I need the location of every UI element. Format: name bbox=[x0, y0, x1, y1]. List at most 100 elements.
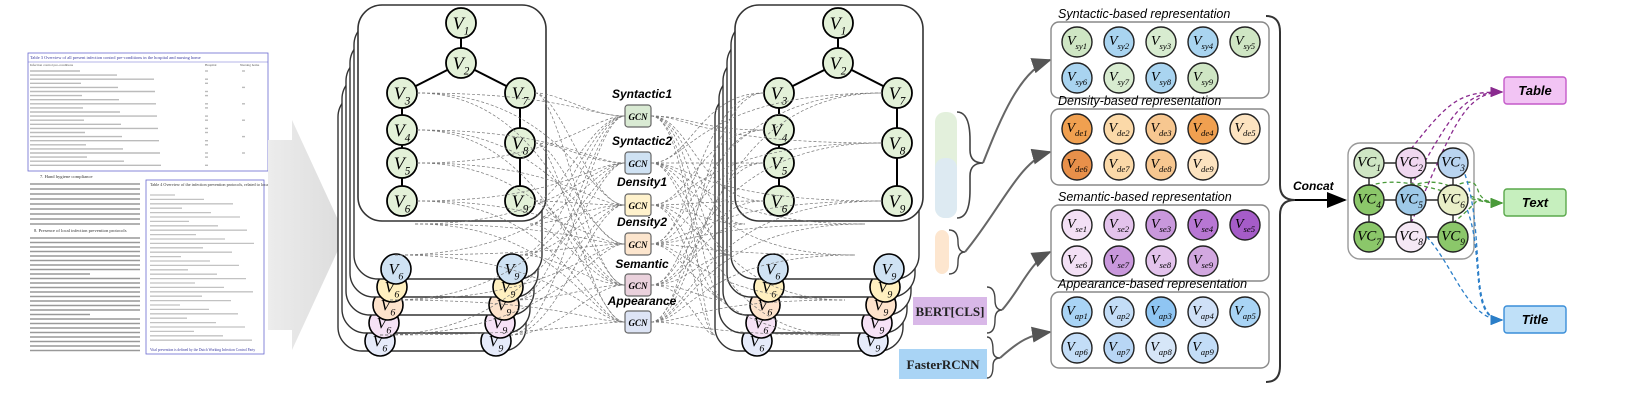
vc-node-vc2 bbox=[1395, 147, 1427, 179]
arrow-to-syntactic bbox=[982, 58, 1052, 164]
rep-node-vse6 bbox=[1061, 245, 1093, 277]
node-label: Vsy3 bbox=[1151, 34, 1172, 51]
node-label: VC2 bbox=[1399, 154, 1423, 174]
dashed-connection bbox=[389, 162, 626, 301]
node-label: VC8 bbox=[1399, 228, 1423, 248]
rep-node-vse8 bbox=[1145, 245, 1177, 277]
dashed-connection bbox=[650, 162, 866, 225]
output-label: Table bbox=[1518, 83, 1551, 98]
dashed-connection bbox=[650, 92, 765, 323]
gcn-box-density2 bbox=[624, 232, 652, 256]
node-label: Vse6 bbox=[1067, 253, 1088, 270]
dashed-connection bbox=[650, 223, 746, 286]
table3-caption: Table 3 Overview of all present infectio… bbox=[30, 55, 201, 60]
dashed-connection bbox=[650, 92, 883, 164]
vc-node-vc6 bbox=[1437, 184, 1469, 216]
dashed-connection bbox=[394, 162, 626, 256]
dashed-connection bbox=[379, 243, 626, 336]
node-label: Vse3 bbox=[1151, 217, 1172, 234]
graph-node-v2 bbox=[445, 47, 477, 79]
rep-node-vse7 bbox=[1103, 245, 1135, 277]
rep-node-vsy7 bbox=[1103, 62, 1135, 94]
source-fasterrcnn-box bbox=[899, 349, 987, 379]
node-label: Vde4 bbox=[1192, 121, 1214, 138]
graph-node-v2 bbox=[822, 47, 854, 79]
gcn-layer-label: Appearance bbox=[607, 294, 677, 308]
node-label: Vse7 bbox=[1109, 253, 1130, 270]
dashed-connection bbox=[416, 92, 626, 206]
node-label: V9 bbox=[505, 262, 520, 283]
node-label: V7 bbox=[889, 83, 906, 107]
node-label: Vde2 bbox=[1108, 121, 1130, 138]
dashed-connection bbox=[514, 115, 626, 301]
dashed-connection bbox=[529, 223, 626, 286]
dashed-connection bbox=[650, 284, 726, 301]
syntactic2-color-band bbox=[935, 158, 957, 218]
output-text-box bbox=[1503, 188, 1567, 217]
node-label: Vap6 bbox=[1066, 340, 1088, 357]
output-arrow-table bbox=[1410, 86, 1504, 150]
dashed-connection bbox=[650, 200, 883, 323]
node-label: VC3 bbox=[1441, 154, 1465, 174]
dashed-connection bbox=[519, 115, 626, 256]
dashed-connection bbox=[379, 321, 626, 336]
gcn-box-label: GCN bbox=[628, 159, 648, 169]
dashed-connection bbox=[529, 204, 626, 225]
section-protocols: 8. Presence of local infection preventio… bbox=[34, 228, 127, 233]
dashed-connection bbox=[650, 142, 883, 286]
node-label: V4 bbox=[394, 120, 411, 144]
dashed-connection bbox=[529, 115, 626, 225]
gcn-box-syntactic2 bbox=[624, 151, 652, 175]
gcn-box-label: GCN bbox=[628, 318, 648, 328]
node-label: Vsy4 bbox=[1193, 34, 1214, 51]
rep-node-vde7 bbox=[1103, 149, 1135, 181]
table3-header-col: Hospital bbox=[205, 63, 217, 67]
dashed-connection bbox=[514, 284, 626, 301]
output-arrow-title bbox=[1452, 148, 1504, 326]
dashed-connection bbox=[650, 243, 841, 336]
rep-node-vde2 bbox=[1103, 113, 1135, 145]
node-label: Vse1 bbox=[1067, 217, 1087, 234]
dashed-connection bbox=[416, 115, 626, 164]
node-label: Vap3 bbox=[1150, 304, 1172, 321]
table3-header-col: Nursing home bbox=[240, 63, 260, 67]
dashed-connection bbox=[416, 162, 626, 202]
dashed-connection bbox=[394, 243, 626, 256]
rep-node-vsy8 bbox=[1145, 62, 1177, 94]
node-label: V3 bbox=[394, 83, 411, 107]
node-label: Vsy7 bbox=[1109, 70, 1130, 87]
graph-node-v1 bbox=[822, 7, 854, 39]
node-label: V9 bbox=[512, 191, 529, 215]
dashed-connection bbox=[394, 254, 626, 323]
gcn-box-label: GCN bbox=[628, 112, 648, 122]
dashed-connection bbox=[650, 204, 726, 301]
rep-node-vsy5 bbox=[1229, 26, 1261, 58]
dashed-connection bbox=[650, 115, 726, 301]
dashed-connection bbox=[650, 321, 841, 336]
node-label: VC6 bbox=[1441, 191, 1465, 211]
dashed-connection bbox=[650, 92, 883, 245]
gcn-layer-label: Semantic bbox=[615, 257, 669, 271]
dashed-connection bbox=[534, 200, 626, 286]
node-label: Vap4 bbox=[1192, 304, 1214, 321]
arrow-to-semantic bbox=[1001, 251, 1052, 311]
node-label: V1 bbox=[453, 13, 470, 37]
section-hand-hygiene: 7. Hand hygiene compliance bbox=[40, 174, 93, 179]
node-label: V1 bbox=[830, 13, 847, 37]
node-label: V8 bbox=[512, 133, 529, 157]
rep-node-vde3 bbox=[1145, 113, 1177, 145]
dashed-connection bbox=[650, 200, 765, 206]
node-label: Vap9 bbox=[1192, 340, 1214, 357]
dashed-connection bbox=[416, 162, 626, 286]
graph-node bbox=[380, 253, 412, 285]
node-label: Vsy9 bbox=[1193, 70, 1214, 87]
rep-node-vsy4 bbox=[1187, 26, 1219, 58]
node-label: Vde9 bbox=[1192, 157, 1214, 174]
dashed-connection bbox=[650, 243, 846, 301]
gcn-blocks: GCNSyntactic1GCNSyntactic2GCNDensity1GCN… bbox=[607, 87, 677, 334]
rep-node-vap7 bbox=[1103, 332, 1135, 364]
rep-node-vsy3 bbox=[1145, 26, 1177, 58]
